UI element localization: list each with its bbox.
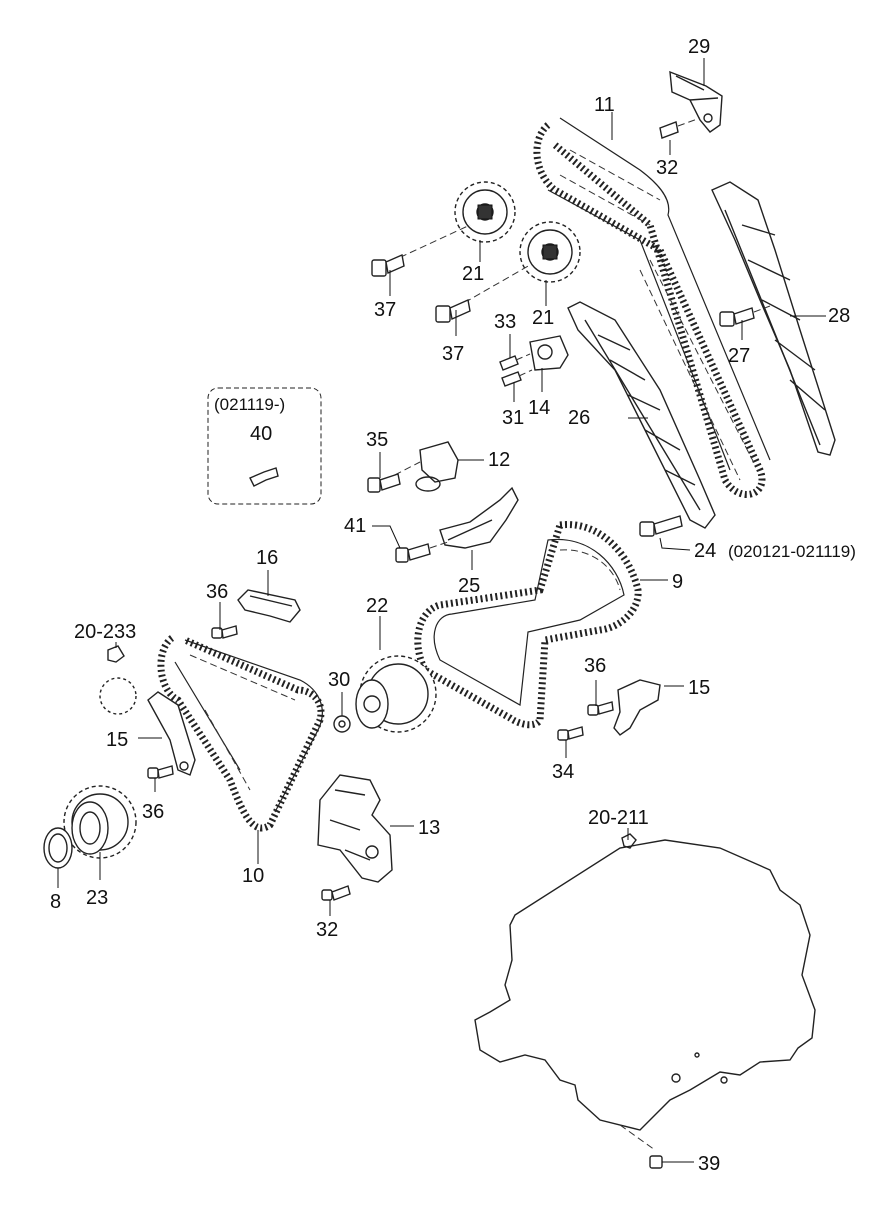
label-10: 10: [242, 865, 264, 887]
label-36: 36: [206, 581, 228, 603]
part-14-chain-tensioner: [529, 335, 569, 371]
part-10-lower-timing-chain: [157, 635, 325, 832]
label-27: 27: [728, 345, 750, 367]
part-32-bolt-lower: [321, 885, 351, 901]
label-41: 41: [344, 515, 366, 537]
label-13: 13: [418, 817, 440, 839]
label-8: 8: [50, 891, 61, 913]
part-37-bolt-upper: [371, 224, 471, 277]
leader-lines: [57, 58, 826, 1163]
label-31: 31: [502, 407, 524, 429]
label-15: 15: [688, 677, 710, 699]
label-21: 21: [532, 307, 554, 329]
label-21: 21: [462, 263, 484, 285]
part-36-bolt-left: [147, 765, 174, 779]
part-28-chain-guide: [711, 181, 836, 456]
label-33: 33: [494, 311, 516, 333]
label-20-211: 20-211: [588, 807, 649, 829]
part-labels: 29 11 32 28 21 37 21 33 37 27 14 31 26 3…: [50, 36, 856, 1175]
label-12: 12: [488, 449, 510, 471]
label-9: 9: [672, 571, 683, 593]
part-36-bolt-right: [587, 701, 614, 716]
part-24-bolt: [639, 515, 683, 537]
inset-box-021119: [207, 387, 322, 505]
label-20-233: 20-233: [74, 621, 136, 643]
part-29-bracket: [669, 70, 723, 133]
part-11-upper-timing-chain: [533, 117, 771, 498]
part-22-sprocket: [355, 655, 437, 733]
part-20-233-gasket: [99, 645, 137, 715]
label-36: 36: [142, 801, 164, 823]
label-22: 22: [366, 595, 388, 617]
part-21-camshaft-sprocket-upper: [454, 181, 516, 243]
part-16-chain-guide: [237, 589, 301, 623]
part-31-bolt: [501, 369, 533, 387]
part-23-crankshaft-sprocket: [63, 785, 137, 859]
part-34-bolt: [557, 726, 584, 741]
inset-date-range: (021119-): [214, 395, 285, 414]
label-30: 30: [328, 669, 350, 691]
label-16: 16: [256, 547, 278, 569]
label-14: 14: [528, 397, 550, 419]
label-35: 35: [366, 429, 388, 451]
label-24: 24: [694, 540, 716, 562]
part-15-chain-guide-right: [613, 679, 661, 736]
part-13-chain-tensioner: [317, 774, 393, 883]
part-32-bolt-upper: [659, 117, 701, 139]
label-39: 39: [698, 1153, 720, 1175]
label-26: 26: [568, 407, 590, 429]
part-9-middle-timing-chain: [414, 521, 642, 729]
part-41-bolt: [395, 541, 449, 563]
part-26-chain-guide: [567, 301, 716, 529]
part-21-camshaft-sprocket-lower: [519, 221, 581, 283]
label-32: 32: [656, 157, 678, 179]
label-34: 34: [552, 761, 574, 783]
part-8-ring: [43, 827, 73, 869]
label-24-date-range: (020121-021119): [728, 542, 856, 561]
label-32: 32: [316, 919, 338, 941]
part-37-bolt-lower: [435, 264, 531, 323]
label-36: 36: [584, 655, 606, 677]
label-23: 23: [86, 887, 108, 909]
part-33-bolt: [499, 353, 531, 371]
label-40: 40: [250, 423, 272, 445]
label-25: 25: [458, 575, 480, 597]
part-25-tensioner-arm: [439, 486, 519, 549]
engine-block-outline: [474, 833, 816, 1151]
label-15: 15: [106, 729, 128, 751]
label-11: 11: [594, 94, 615, 116]
part-27-bolt: [719, 305, 771, 327]
part-36-bolt-upper-left: [211, 625, 238, 639]
part-15-chain-guide-left: [147, 691, 196, 776]
label-37: 37: [374, 299, 396, 321]
label-37: 37: [442, 343, 464, 365]
label-28: 28: [828, 305, 850, 327]
label-29: 29: [688, 36, 710, 58]
part-35-bolt: [367, 473, 401, 493]
part-30-nut: [333, 715, 351, 733]
part-39-bolt: [649, 1155, 663, 1169]
